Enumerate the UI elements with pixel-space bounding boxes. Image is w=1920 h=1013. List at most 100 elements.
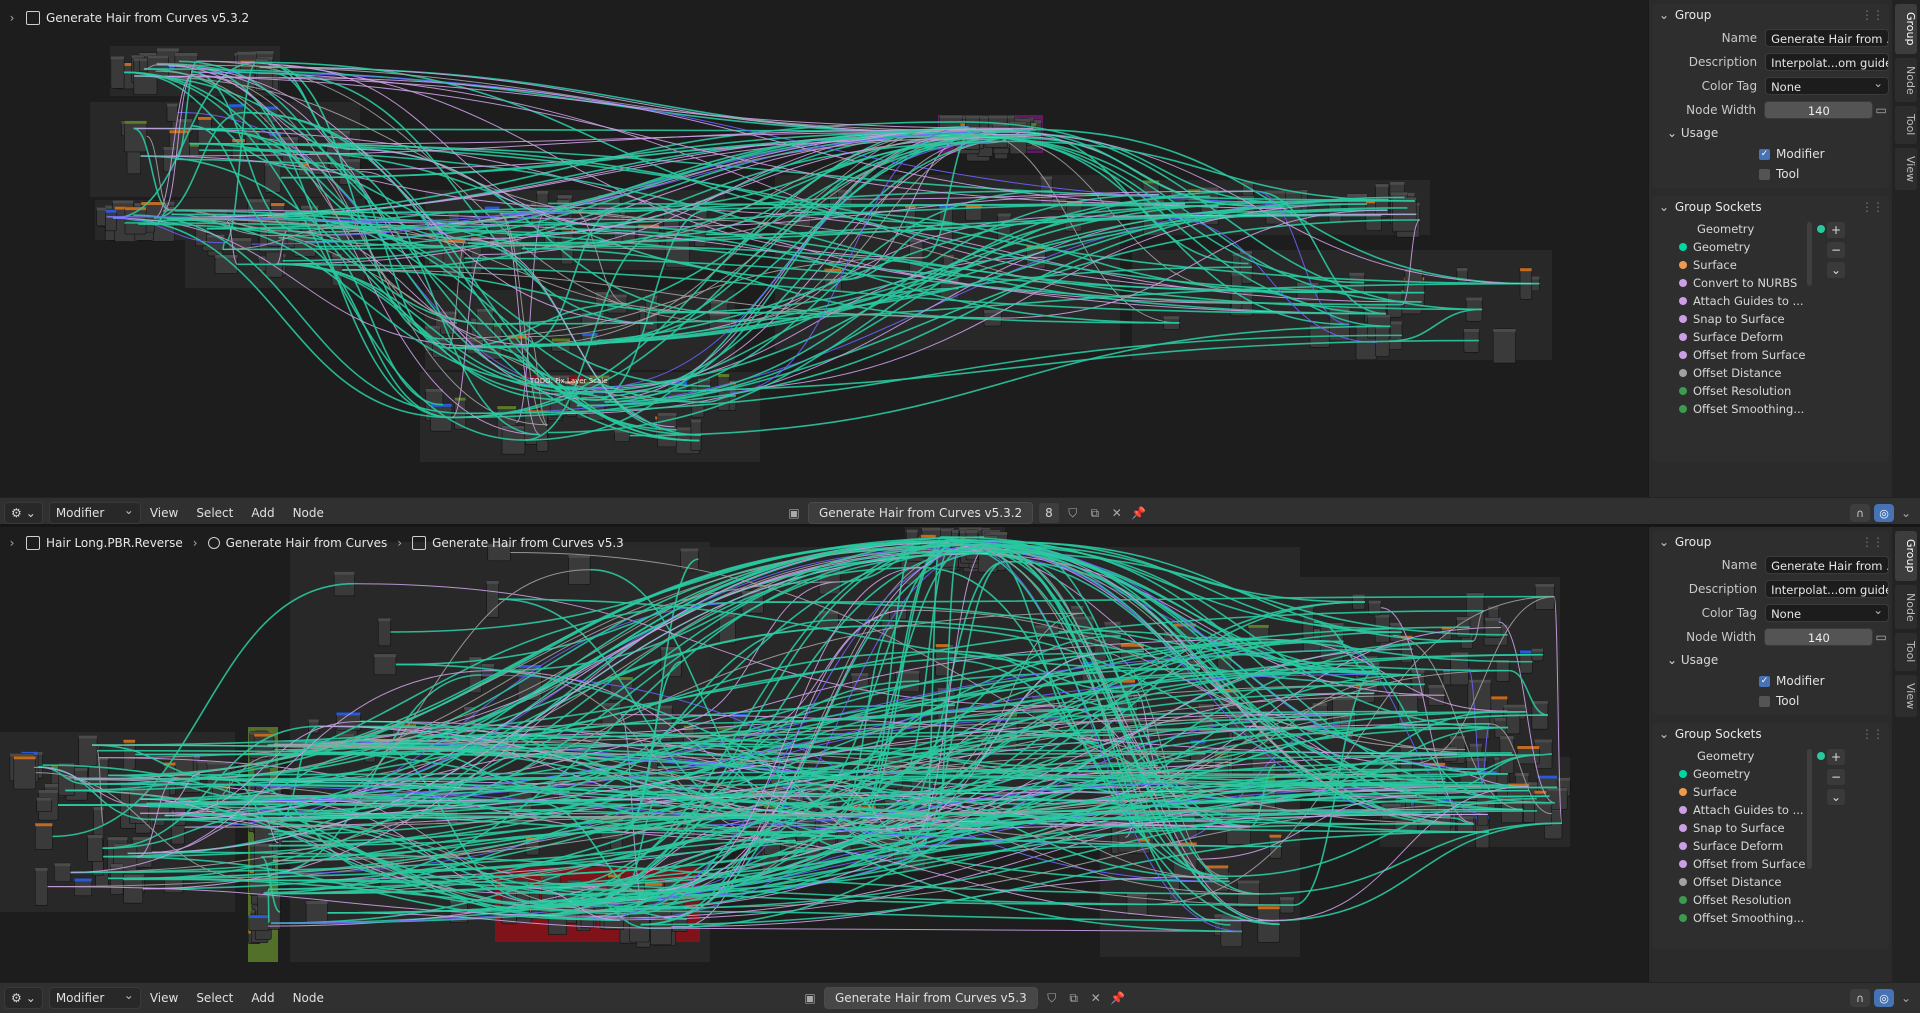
remove-socket-button[interactable]: − [1827, 769, 1845, 785]
node[interactable] [124, 121, 146, 152]
overlay-icon[interactable]: ◎ [1874, 989, 1894, 1007]
node-width-field[interactable]: 140 [1764, 628, 1873, 646]
socket-input-item[interactable]: Snap to Surface [1659, 819, 1883, 837]
usage-subpanel-header[interactable]: ⌄ Usage [1653, 122, 1889, 144]
chevron-down-icon[interactable]: ⌄ [1898, 505, 1914, 521]
node[interactable] [14, 756, 36, 789]
socket-input-item[interactable]: Offset Resolution [1659, 382, 1883, 400]
socket-input-item[interactable]: Convert to NURBS [1659, 274, 1883, 292]
expand-arrow-icon[interactable]: › [4, 10, 20, 26]
node[interactable] [650, 908, 671, 944]
close-icon[interactable]: ✕ [1109, 505, 1125, 521]
tool-checkbox[interactable] [1759, 696, 1770, 707]
node[interactable] [88, 835, 103, 861]
node[interactable] [163, 147, 175, 172]
editor-type-select[interactable]: ⚙⌄ [4, 987, 43, 1009]
node[interactable] [105, 210, 116, 231]
node-group-name-field[interactable]: Generate Hair from Curves v5.3.2 [808, 502, 1033, 524]
node-editor-bottom[interactable]: › Hair Long.PBR.Reverse › Generate Hair … [0, 527, 1920, 1012]
socket-scrollbar[interactable] [1807, 749, 1812, 869]
pin-icon[interactable]: 📌 [1131, 505, 1147, 521]
tab-view[interactable]: View [1895, 675, 1917, 717]
node[interactable] [254, 844, 272, 878]
node[interactable] [198, 117, 211, 144]
socket-output-geometry[interactable]: Geometry [1659, 220, 1883, 238]
grip-icon[interactable]: ⋮⋮ [1861, 531, 1883, 553]
tool-checkbox[interactable] [1759, 169, 1770, 180]
group-sockets-header[interactable]: ⌄ Group Sockets ⋮⋮ [1653, 196, 1889, 218]
pin-icon[interactable]: 📌 [1110, 990, 1126, 1006]
select-menu[interactable]: Select [187, 502, 242, 524]
node[interactable] [35, 823, 52, 849]
socket-input-item[interactable]: Offset from Surface [1659, 855, 1883, 873]
add-menu[interactable]: Add [242, 987, 283, 1009]
socket-input-item[interactable]: Offset from Surface [1659, 346, 1883, 364]
tool-checkbox-row[interactable]: Tool [1653, 164, 1889, 184]
close-icon[interactable]: ✕ [1088, 990, 1104, 1006]
name-field[interactable]: Generate Hair from ... [1765, 556, 1889, 574]
tab-tool[interactable]: Tool [1895, 633, 1917, 670]
usage-subpanel-header[interactable]: ⌄ Usage [1653, 649, 1889, 671]
tab-node[interactable]: Node [1895, 58, 1917, 103]
socket-input-item[interactable]: Surface Deform [1659, 328, 1883, 346]
node-editor-top[interactable]: TODO: Fix Layer Scale › Generate Hair fr… [0, 0, 1920, 524]
snap-icon[interactable]: ∩ [1850, 989, 1870, 1007]
socket-input-item[interactable]: Snap to Surface [1659, 310, 1883, 328]
node[interactable] [374, 654, 396, 675]
socket-input-item[interactable]: Offset Distance [1659, 364, 1883, 382]
node-tree-icon[interactable]: ▣ [802, 990, 818, 1006]
node[interactable] [1252, 753, 1276, 775]
breadcrumb-item[interactable]: Generate Hair from Curves v5.3.2 [46, 11, 249, 25]
expand-arrow-icon[interactable]: › [4, 535, 20, 551]
mode-select[interactable]: Modifier [49, 987, 141, 1009]
remove-socket-button[interactable]: − [1827, 242, 1845, 258]
tab-view[interactable]: View [1895, 148, 1917, 190]
users-count[interactable]: 8 [1039, 503, 1059, 523]
node-menu[interactable]: Node [284, 502, 333, 524]
socket-input-item[interactable]: Offset Resolution [1659, 891, 1883, 909]
group-panel-header[interactable]: ⌄ Group ⋮⋮ [1653, 4, 1889, 26]
chevron-down-icon[interactable]: ⌄ [1898, 990, 1914, 1006]
socket-output-geometry[interactable]: Geometry [1659, 747, 1883, 765]
node-tree-icon[interactable]: ▣ [786, 505, 802, 521]
socket-input-item[interactable]: Attach Guides to ... [1659, 801, 1883, 819]
duplicate-icon[interactable]: ⧉ [1066, 990, 1082, 1006]
color-tag-select[interactable]: None [1765, 604, 1889, 622]
group-panel-header[interactable]: ⌄ Group ⋮⋮ [1653, 531, 1889, 553]
view-menu[interactable]: View [141, 502, 187, 524]
tab-group[interactable]: Group [1895, 531, 1917, 581]
overlay-icon[interactable]: ◎ [1874, 504, 1894, 522]
modifier-checkbox[interactable]: ✓ [1759, 149, 1770, 160]
snap-icon[interactable]: ∩ [1850, 504, 1870, 522]
fake-user-icon[interactable]: ⛉ [1044, 990, 1060, 1006]
tool-checkbox-row[interactable]: Tool [1653, 691, 1889, 711]
editor-type-select[interactable]: ⚙⌄ [4, 502, 43, 524]
node-width-field[interactable]: 140 [1764, 101, 1873, 119]
description-field[interactable]: Interpolat...om guides [1765, 53, 1889, 71]
name-field[interactable]: Generate Hair from ... [1765, 29, 1889, 47]
view-menu[interactable]: View [141, 987, 187, 1009]
socket-input-item[interactable]: Geometry [1659, 238, 1883, 256]
node-graph-bottom[interactable] [0, 527, 1648, 982]
grip-icon[interactable]: ⋮⋮ [1861, 723, 1883, 745]
socket-input-item[interactable]: Surface Deform [1659, 837, 1883, 855]
socket-menu-button[interactable]: ⌄ [1827, 789, 1845, 805]
mode-select[interactable]: Modifier [49, 502, 141, 524]
breadcrumb-item[interactable]: Hair Long.PBR.Reverse [46, 536, 183, 550]
grip-icon[interactable]: ⋮⋮ [1861, 196, 1883, 218]
group-sockets-header[interactable]: ⌄ Group Sockets ⋮⋮ [1653, 723, 1889, 745]
socket-input-item[interactable]: Attach Guides to ... [1659, 292, 1883, 310]
duplicate-icon[interactable]: ⧉ [1087, 505, 1103, 521]
node-canvas-top[interactable]: TODO: Fix Layer Scale › Generate Hair fr… [0, 0, 1648, 493]
socket-menu-button[interactable]: ⌄ [1827, 262, 1845, 278]
node-menu[interactable]: Node [284, 987, 333, 1009]
socket-input-item[interactable]: Geometry [1659, 765, 1883, 783]
node-graph-top[interactable]: TODO: Fix Layer Scale [0, 0, 1648, 493]
socket-input-item[interactable]: Offset Distance [1659, 873, 1883, 891]
node-canvas-bottom[interactable]: › Hair Long.PBR.Reverse › Generate Hair … [0, 527, 1648, 982]
description-field[interactable]: Interpolat...om guides [1765, 580, 1889, 598]
tab-tool[interactable]: Tool [1895, 106, 1917, 143]
socket-input-item[interactable]: Surface [1659, 783, 1883, 801]
